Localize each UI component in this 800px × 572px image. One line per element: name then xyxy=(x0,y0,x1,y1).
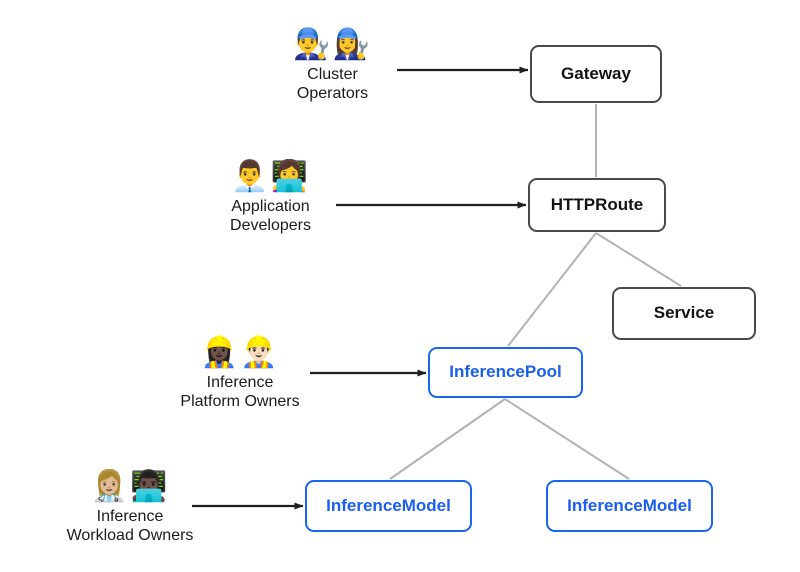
man-office-worker-icon-and-woman-technologist-icon: 👨‍💼👩‍💻 xyxy=(231,159,310,194)
relation-edges xyxy=(389,104,682,480)
persona-label-line: Inference xyxy=(96,508,164,525)
edge-httproute-to-inferencepool xyxy=(507,232,597,347)
persona-label-line: Workload Owners xyxy=(66,527,194,544)
node-httproute[interactable]: HTTPRoute xyxy=(528,178,666,232)
node-inferencemodel-left[interactable]: InferenceModel xyxy=(305,480,472,532)
persona-label-line: Cluster xyxy=(307,66,358,83)
node-label: Service xyxy=(653,303,715,323)
node-label: InferenceModel xyxy=(326,495,451,515)
node-label: HTTPRoute xyxy=(550,194,644,214)
edge-httproute-to-service xyxy=(595,232,682,287)
man-mechanic-icon-and-woman-mechanic-icon: 👨‍🔧👩‍🔧 xyxy=(293,27,372,62)
woman-construction-worker-icon-and-man-construction-worker-icon: 👷🏿‍♀️👷🏻‍♂️ xyxy=(200,335,280,370)
persona-label-line: Platform Owners xyxy=(180,393,300,410)
node-label: Gateway xyxy=(561,63,631,83)
persona-label-line: Application xyxy=(231,198,310,215)
persona-arrows xyxy=(192,66,529,510)
edge-inferencepool-to-model-left xyxy=(389,398,506,480)
persona-label-line: Inference xyxy=(206,374,274,391)
node-inferencepool[interactable]: InferencePool xyxy=(428,347,583,398)
node-service[interactable]: Service xyxy=(612,287,756,340)
node-gateway[interactable]: Gateway xyxy=(530,45,662,103)
persona-label-line: Operators xyxy=(296,85,369,102)
edge-inferencepool-to-model-right xyxy=(504,398,630,480)
persona-label-line: Developers xyxy=(230,217,311,234)
node-label: InferencePool xyxy=(449,362,562,382)
woman-health-worker-icon-and-man-technologist-icon: 👩🏼‍⚕️👨🏿‍💻 xyxy=(90,469,170,504)
node-label: InferenceModel xyxy=(567,495,692,515)
node-inferencemodel-right[interactable]: InferenceModel xyxy=(546,480,713,532)
